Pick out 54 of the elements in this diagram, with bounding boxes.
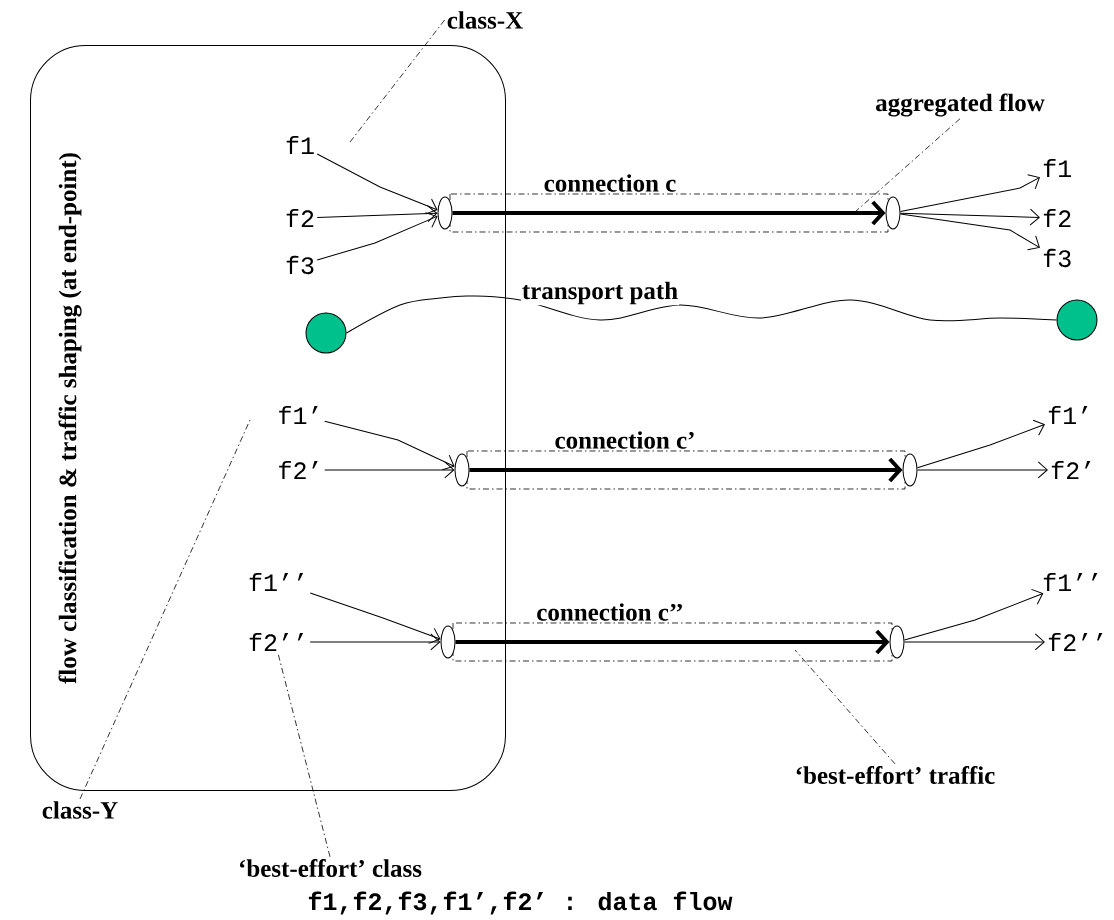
edge-label: connection c’: [553, 430, 697, 450]
flow-arrow: [904, 633, 1045, 651]
callout-label: ‘best-effort’ traffic: [796, 766, 995, 784]
flow-label: f1: [286, 135, 314, 155]
legend-note: f1,f2,f3,f1’,f2’ : data flow: [308, 891, 733, 915]
endpoint-ellipse: [885, 196, 901, 230]
flow-label: f1: [1043, 158, 1071, 178]
leader-line: [794, 649, 896, 765]
flow-arrow: [316, 212, 438, 261]
flow-label: f2’’: [249, 632, 304, 652]
flow-label: f1’’: [1043, 572, 1098, 592]
flow-arrow: [309, 592, 441, 644]
endpoint-circle: [1056, 299, 1098, 341]
connection-arrow: [469, 457, 903, 483]
connection-arrow: [455, 629, 890, 655]
callout-label: class-Y: [42, 801, 118, 819]
callout-label: class-X: [447, 11, 523, 29]
flow-label: f2: [1043, 208, 1071, 228]
flow-arrow: [916, 419, 1045, 469]
connection-arrow: [452, 200, 886, 226]
flow-label: f2’: [279, 460, 318, 480]
flow-label: f1’: [1048, 405, 1088, 425]
endpoint-circle: [305, 312, 347, 354]
flow-label: f2’: [1051, 460, 1091, 480]
flow-arrow: [324, 461, 455, 479]
callout-label: ‘best-effort’ class: [240, 859, 422, 877]
callout-label: aggregated flow: [876, 93, 1045, 117]
flow-label: f2: [286, 208, 314, 228]
flow-arrow: [309, 633, 441, 651]
leader-line: [854, 118, 961, 213]
flow-arrow: [900, 174, 1040, 213]
flow-arrow: [900, 208, 1040, 226]
edge-label: connection c: [542, 173, 678, 193]
edge-label: transport path: [520, 280, 680, 306]
flow-arrow: [917, 461, 1048, 479]
flow-label: f1’’: [249, 572, 304, 592]
flow-label: f3: [1043, 248, 1071, 268]
flow-arrow: [316, 153, 438, 215]
leader-line: [79, 419, 251, 800]
flow-arrow: [316, 205, 438, 223]
endpoint-ellipse: [902, 453, 918, 487]
flow-arrow: [903, 588, 1044, 641]
flow-label: f3: [286, 255, 314, 275]
leader-line: [349, 19, 445, 143]
flow-arrow: [324, 420, 455, 471]
endpoint-ellipse: [437, 196, 453, 230]
edge-label: connection c’’: [535, 602, 685, 622]
transport-path-line: [346, 295, 1057, 334]
endpoint-ellipse: [454, 453, 470, 487]
flow-label: f1’: [279, 405, 318, 425]
flow-arrow: [900, 213, 1040, 251]
endpoint-ellipse: [889, 625, 905, 659]
endpoint-ellipse: [440, 625, 456, 659]
flow-label: f2’’: [1048, 632, 1103, 652]
